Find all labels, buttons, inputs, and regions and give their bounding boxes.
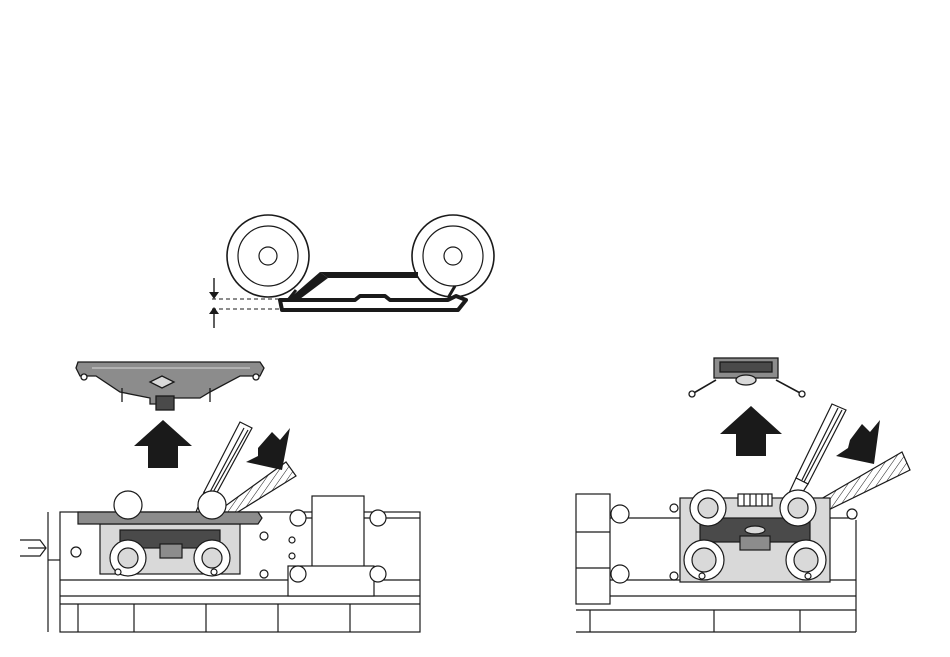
- contact-detail: [209, 215, 494, 328]
- up-arrow-icon: [134, 420, 192, 468]
- up-arrow-icon: [720, 406, 782, 456]
- diagonal-arrow-icon: [836, 420, 880, 464]
- lifted-sideframe: [76, 362, 264, 410]
- right-panel: [576, 358, 910, 632]
- wheel-right: [412, 215, 494, 297]
- wheel-left: [227, 215, 309, 297]
- lifted-pickup-clip: [689, 358, 805, 397]
- left-panel: [20, 362, 420, 632]
- right-truck: [680, 490, 830, 582]
